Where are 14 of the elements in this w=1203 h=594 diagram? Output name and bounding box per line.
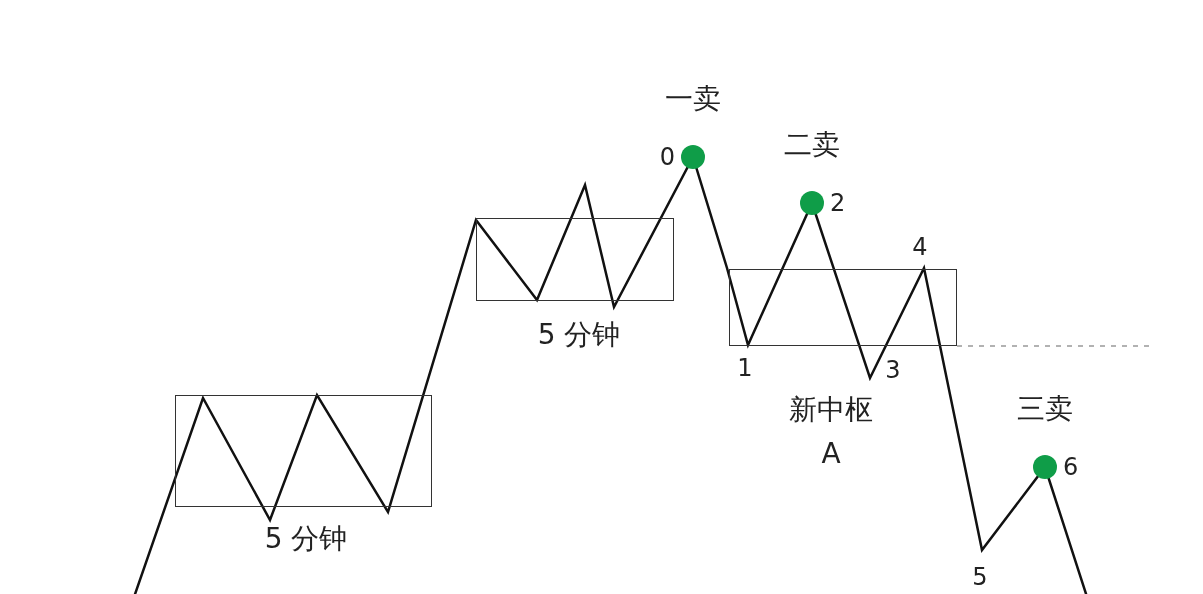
point-number: 3 (885, 358, 901, 382)
signal-label: 二卖 (784, 131, 840, 159)
point-number: 4 (912, 235, 928, 259)
signal-label: 一卖 (665, 85, 721, 113)
signal-label: 三卖 (1017, 395, 1073, 423)
box-label: 5 分钟 (537, 321, 621, 349)
box-label: 新中枢 (789, 396, 873, 424)
point-number: 6 (1063, 455, 1079, 479)
point-number: 2 (830, 191, 846, 215)
point-number: 1 (737, 356, 753, 380)
point-number: 5 (972, 565, 988, 589)
box-label: A (821, 440, 841, 468)
point-number: 0 (659, 145, 675, 169)
box-label: 5 分钟 (264, 525, 348, 553)
